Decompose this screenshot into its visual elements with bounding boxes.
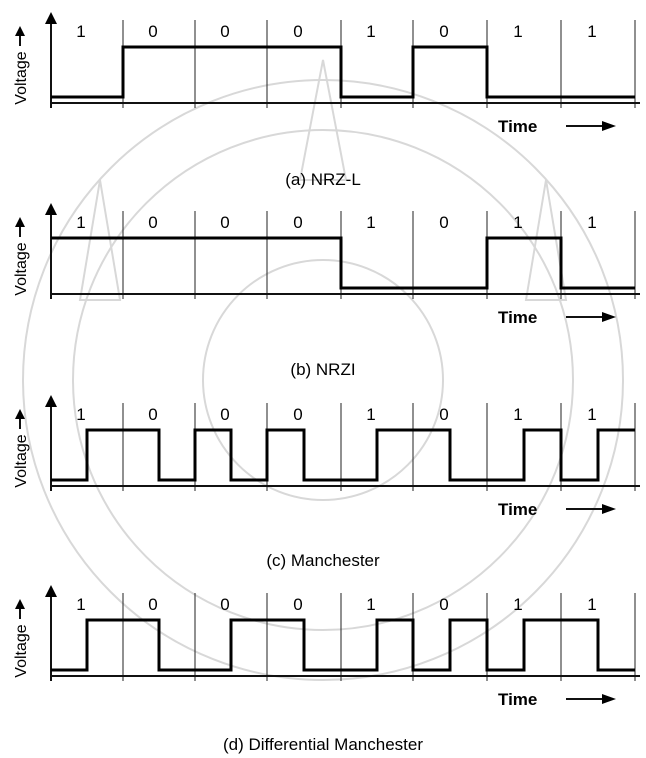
y-axis-label: Voltage [13,624,30,677]
y-label-arrow-icon [15,26,25,36]
bit-label: 0 [439,595,448,614]
time-arrow-icon [602,694,616,704]
bit-label: 1 [513,595,522,614]
y-axis-arrow-icon [45,12,57,24]
bit-label: 1 [513,405,522,424]
bit-label: 1 [587,595,596,614]
x-axis-label: Time [498,308,537,327]
y-axis-label: Voltage [13,434,30,487]
y-label-arrow-icon [15,599,25,609]
bit-label: 1 [366,22,375,41]
y-axis-arrow-icon [45,203,57,215]
bit-label: 0 [220,405,229,424]
bit-label: 0 [148,595,157,614]
y-axis-arrow-icon [45,395,57,407]
bit-label: 1 [76,22,85,41]
bit-label: 0 [293,595,302,614]
panel-caption: (b) NRZI [290,360,355,379]
time-arrow-icon [602,312,616,322]
bit-label: 0 [148,405,157,424]
bit-label: 1 [366,405,375,424]
signal-waveform [51,618,635,672]
bit-label: 1 [76,213,85,232]
bit-label: 0 [439,22,448,41]
y-axis-label: Voltage [13,51,30,104]
panel-caption: (a) NRZ-L [285,170,361,189]
bit-label: 1 [513,22,522,41]
bit-label: 1 [366,213,375,232]
bit-label: 1 [76,595,85,614]
bit-label: 0 [220,595,229,614]
bit-label: 1 [587,405,596,424]
bit-label: 1 [587,22,596,41]
bit-label: 0 [148,213,157,232]
time-arrow-icon [602,121,616,131]
y-axis-label: Voltage [13,242,30,295]
y-axis-arrow-icon [45,585,57,597]
signal-waveform [51,428,635,482]
panel-caption: (c) Manchester [266,551,380,570]
x-axis-label: Time [498,500,537,519]
bit-label: 0 [293,22,302,41]
y-label-arrow-icon [15,217,25,227]
bit-label: 0 [220,213,229,232]
signal-waveform [51,45,635,99]
x-axis-label: Time [498,117,537,136]
panel-caption: (d) Differential Manchester [223,735,423,754]
bit-label: 1 [587,213,596,232]
bit-label: 1 [366,595,375,614]
bit-label: 0 [220,22,229,41]
bit-label: 0 [148,22,157,41]
bit-label: 0 [439,213,448,232]
bit-label: 0 [293,213,302,232]
bit-label: 1 [76,405,85,424]
y-label-arrow-icon [15,409,25,419]
x-axis-label: Time [498,690,537,709]
bit-label: 0 [439,405,448,424]
bit-label: 1 [513,213,522,232]
bit-label: 0 [293,405,302,424]
signal-waveform [51,236,635,290]
time-arrow-icon [602,504,616,514]
watermark-seal [22,59,624,681]
